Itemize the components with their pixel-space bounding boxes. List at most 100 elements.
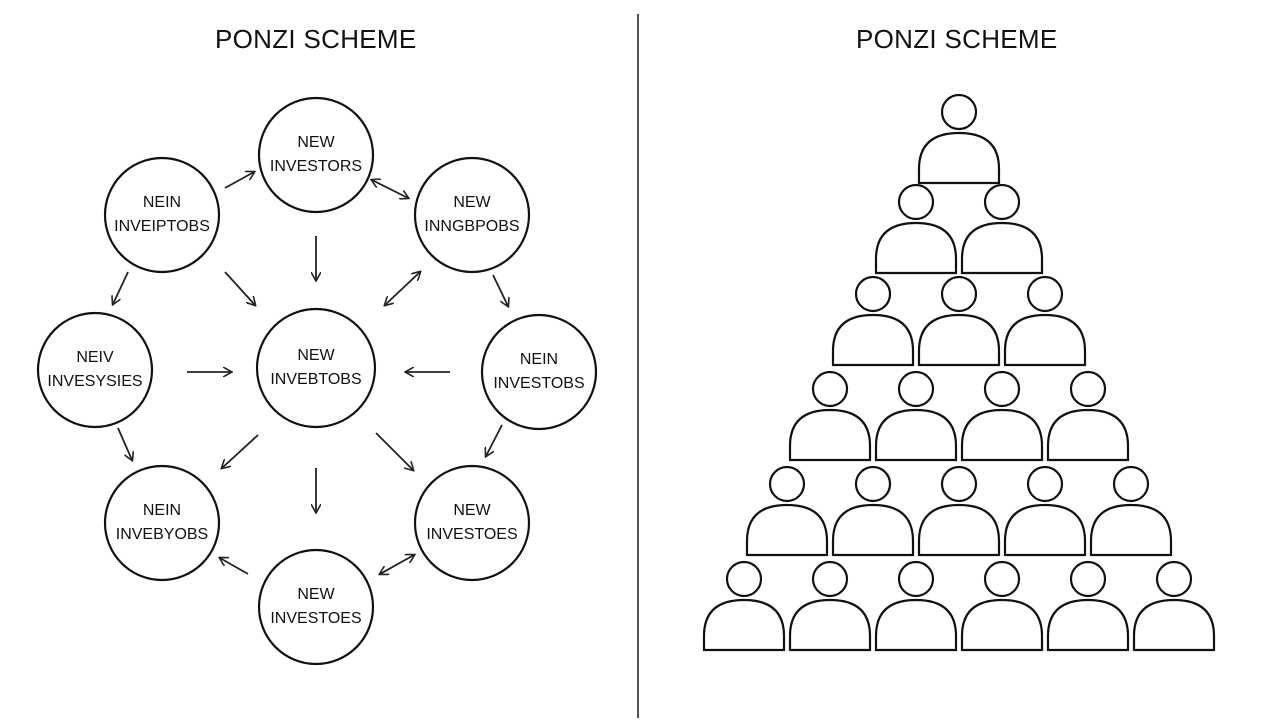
person-icon xyxy=(1003,275,1087,367)
person-icon xyxy=(960,183,1044,275)
person-body xyxy=(1003,503,1087,557)
person-icon xyxy=(1003,465,1087,557)
person-body xyxy=(1046,408,1130,462)
node-circle xyxy=(255,307,377,429)
node-label-line2: INVESYSIES xyxy=(47,373,142,390)
person-head xyxy=(897,370,935,408)
person-body xyxy=(917,503,1001,557)
person-body xyxy=(917,313,1001,367)
node-lower-right: NEW INVESTOES xyxy=(413,464,531,582)
person-icon xyxy=(702,560,786,652)
flow-nodes: NEWINVESTORSNEININVEIPTOBSNEWINNGBPOBSNE… xyxy=(36,96,598,666)
node-label-line2: INVEIPTOBS xyxy=(114,218,210,235)
node-label-line1: NEW xyxy=(297,586,335,603)
person-body xyxy=(960,221,1044,275)
person-icon xyxy=(788,560,872,652)
node-mid-right: NEIN INVESTOBS xyxy=(480,313,598,431)
flow-arrow xyxy=(375,432,413,470)
person-icon xyxy=(1089,465,1173,557)
person-body xyxy=(1046,598,1130,652)
flow-arrow xyxy=(492,274,508,306)
person-head xyxy=(854,275,892,313)
person-body xyxy=(702,598,786,652)
person-icon xyxy=(874,560,958,652)
node-label-line1: NEW xyxy=(453,502,491,519)
flow-arrow xyxy=(117,427,132,460)
flow-arrow xyxy=(224,172,254,189)
person-head xyxy=(768,465,806,503)
node-upper-left: NEIN INVEIPTOBS xyxy=(103,156,221,274)
left-panel-title: PONZI SCHEME xyxy=(215,24,417,54)
node-circle xyxy=(413,464,531,582)
person-icon xyxy=(874,183,958,275)
person-head xyxy=(854,465,892,503)
person-icon xyxy=(831,465,915,557)
person-icon xyxy=(1046,560,1130,652)
flow-arrow xyxy=(486,424,503,456)
person-head xyxy=(940,275,978,313)
node-circle xyxy=(413,156,531,274)
node-label-line1: NEIV xyxy=(76,349,114,366)
node-lower-left: NEIN INVEBYOBS xyxy=(103,464,221,582)
node-circle xyxy=(103,464,221,582)
person-head xyxy=(811,370,849,408)
flow-arrow xyxy=(113,271,129,304)
node-label-line1: NEIN xyxy=(520,351,558,368)
person-icon xyxy=(917,93,1001,185)
flow-arrow xyxy=(220,558,249,575)
person-body xyxy=(960,408,1044,462)
node-label-line2: INVEBYOBS xyxy=(116,526,208,543)
person-head xyxy=(1026,275,1064,313)
node-label-line1: NEIN xyxy=(143,502,181,519)
person-icon xyxy=(745,465,829,557)
person-head xyxy=(940,465,978,503)
node-circle xyxy=(480,313,598,431)
person-icon xyxy=(917,275,1001,367)
flow-arrow xyxy=(372,180,408,198)
node-circle xyxy=(103,156,221,274)
node-label-line2: INNGBPOBS xyxy=(424,218,519,235)
person-body xyxy=(874,221,958,275)
node-circle xyxy=(257,96,375,214)
node-label-line1: NEIN xyxy=(143,194,181,211)
person-head xyxy=(1069,370,1107,408)
node-center: NEW INVEBTOBS xyxy=(255,307,377,429)
node-circle xyxy=(257,548,375,666)
panel-divider xyxy=(637,14,639,718)
flow-arrow xyxy=(222,434,259,468)
person-body xyxy=(831,313,915,367)
person-body xyxy=(874,408,958,462)
person-body xyxy=(1132,598,1216,652)
person-head xyxy=(940,93,978,131)
person-head xyxy=(811,560,849,598)
person-head xyxy=(725,560,763,598)
person-head xyxy=(983,183,1021,221)
person-head xyxy=(897,560,935,598)
person-head xyxy=(1112,465,1150,503)
person-icon xyxy=(788,370,872,462)
right-panel-title: PONZI SCHEME xyxy=(856,24,1058,54)
node-label-line2: INVESTOES xyxy=(426,526,517,543)
node-label-line2: INVEBTOBS xyxy=(270,371,361,388)
node-label-line2: INVESTOBS xyxy=(493,375,584,392)
node-mid-left: NEIV INVESYSIES xyxy=(36,311,154,429)
person-body xyxy=(917,131,1001,185)
person-icon xyxy=(960,560,1044,652)
person-body xyxy=(831,503,915,557)
person-icon xyxy=(917,465,1001,557)
person-body xyxy=(960,598,1044,652)
node-circle xyxy=(36,311,154,429)
person-head xyxy=(983,560,1021,598)
person-icon xyxy=(831,275,915,367)
node-label-line1: NEW xyxy=(297,134,335,151)
person-head xyxy=(1069,560,1107,598)
person-body xyxy=(745,503,829,557)
person-icon xyxy=(960,370,1044,462)
person-head xyxy=(897,183,935,221)
node-label-line1: NEW xyxy=(297,347,335,364)
person-body xyxy=(788,408,872,462)
person-head xyxy=(1155,560,1193,598)
flow-arrow xyxy=(224,271,255,305)
